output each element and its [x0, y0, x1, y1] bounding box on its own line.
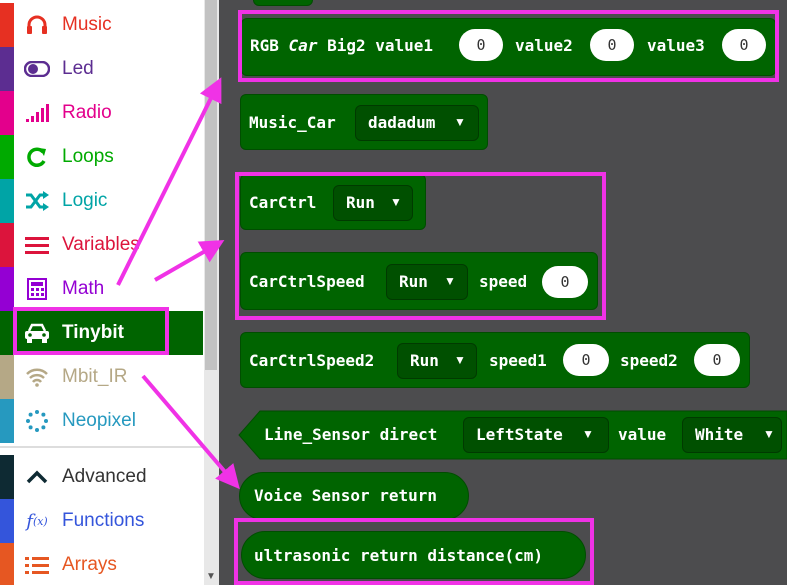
function-icon: f(x): [26, 510, 48, 532]
toolbox-sidebar: Music Led Radio Loops Logic: [0, 0, 219, 585]
block-label: value2: [515, 36, 573, 55]
category-radio[interactable]: Radio: [0, 91, 203, 135]
category-neopixel[interactable]: Neopixel: [0, 399, 203, 443]
value2-input[interactable]: 0: [590, 29, 634, 61]
block-label: value: [618, 425, 667, 444]
car-icon: [22, 321, 52, 345]
category-led[interactable]: Led: [0, 47, 203, 91]
category-functions[interactable]: f(x) Functions: [0, 499, 203, 543]
dropdown-value: Run: [399, 272, 428, 291]
category-label: Neopixel: [62, 410, 136, 431]
signal-bars-icon: [22, 101, 52, 125]
category-tinybit[interactable]: Tinybit: [0, 311, 203, 355]
block-label: speed: [479, 272, 528, 291]
line-color-dropdown[interactable]: White ▼: [682, 417, 782, 453]
category-label: Logic: [62, 190, 108, 211]
block-label: RGB Car Big2 value1: [250, 36, 434, 55]
dropdown-value: dadadum: [368, 113, 436, 132]
sidebar-scroll-thumb[interactable]: [205, 0, 217, 370]
scroll-down-icon[interactable]: ▼: [206, 571, 216, 582]
headphones-icon: [22, 13, 52, 37]
carctrl-mode-dropdown[interactable]: Run ▼: [333, 185, 413, 221]
block-label: speed2: [620, 351, 678, 370]
block-label: Line_Sensor direct: [264, 425, 438, 444]
category-advanced[interactable]: Advanced: [0, 455, 203, 499]
value1-input[interactable]: 0: [459, 29, 503, 61]
carctrlspeed-block[interactable]: CarCtrlSpeed Run ▼ speed 0: [240, 252, 598, 310]
speed2-input[interactable]: 0: [694, 344, 740, 376]
chevron-up-icon: [22, 465, 52, 489]
category-label: Advanced: [62, 466, 147, 487]
category-label: Mbit_IR: [62, 366, 128, 387]
block-label: CarCtrlSpeed2: [249, 351, 375, 370]
lines-icon: [22, 233, 52, 257]
wifi-icon: [22, 365, 52, 389]
category-label: Arrays: [62, 554, 117, 575]
category-label: Math: [62, 278, 105, 299]
calculator-icon: [22, 277, 52, 301]
category-music[interactable]: Music: [0, 3, 203, 47]
melody-dropdown[interactable]: dadadum ▼: [355, 105, 479, 141]
dropdown-value: Run: [346, 193, 375, 212]
caret-down-icon: ▼: [763, 427, 775, 441]
caret-down-icon: ▼: [454, 353, 466, 367]
category-logic[interactable]: Logic: [0, 179, 203, 223]
block-label: ultrasonic return distance(cm): [254, 546, 543, 565]
ultrasonic-block[interactable]: ultrasonic return distance(cm): [241, 531, 586, 579]
rgb-car-big2-block[interactable]: RGB Car Big2 value1 0 value2 0 value3 0: [241, 18, 776, 76]
line-state-dropdown[interactable]: LeftState ▼: [463, 417, 609, 453]
carctrl-block[interactable]: CarCtrl Run ▼: [240, 174, 426, 230]
carctrlspeed2-block[interactable]: CarCtrlSpeed2 Run ▼ speed1 0 speed2 0: [240, 332, 750, 388]
category-label: Loops: [62, 146, 114, 167]
loop-arrow-icon: [22, 145, 52, 169]
category-label: Radio: [62, 102, 112, 123]
dropdown-value: White: [695, 425, 744, 444]
caret-down-icon: ▼: [444, 274, 456, 288]
category-label: Music: [62, 14, 112, 35]
caret-down-icon: ▼: [454, 115, 466, 129]
category-variables[interactable]: Variables: [0, 223, 203, 267]
partial-block[interactable]: [253, 0, 313, 6]
block-label: speed1: [489, 351, 547, 370]
category-label: Tinybit: [62, 322, 124, 343]
caret-down-icon: ▼: [390, 195, 402, 209]
category-label: Led: [62, 58, 94, 79]
category-label: Functions: [62, 510, 145, 531]
block-label: Voice Sensor return: [254, 486, 438, 505]
divider: [0, 446, 203, 448]
block-label: value3: [647, 36, 705, 55]
line-sensor-block[interactable]: Line_Sensor direct LeftState ▼ value Whit…: [238, 410, 787, 460]
caret-down-icon: ▼: [582, 427, 594, 441]
value3-input[interactable]: 0: [722, 29, 766, 61]
category-arrays[interactable]: Arrays: [0, 543, 203, 585]
dropdown-value: Run: [410, 351, 439, 370]
dropdown-value: LeftState: [476, 425, 563, 444]
speed-input[interactable]: 0: [542, 266, 588, 298]
dotted-circle-icon: [22, 409, 52, 433]
carctrlspeed2-mode-dropdown[interactable]: Run ▼: [397, 343, 477, 379]
category-math[interactable]: Math: [0, 267, 203, 311]
shuffle-icon: [22, 189, 52, 213]
carctrlspeed-mode-dropdown[interactable]: Run ▼: [386, 264, 468, 300]
list-icon: [22, 553, 52, 577]
voice-sensor-block[interactable]: Voice Sensor return: [239, 472, 469, 520]
block-label: CarCtrlSpeed: [249, 272, 365, 291]
category-label: Variables: [62, 234, 140, 255]
toggle-icon: [22, 57, 52, 81]
music-car-block[interactable]: Music_Car dadadum ▼: [240, 94, 488, 150]
block-label: CarCtrl: [249, 193, 317, 212]
category-loops[interactable]: Loops: [0, 135, 203, 179]
speed1-input[interactable]: 0: [563, 344, 609, 376]
block-label: Music_Car: [249, 113, 336, 132]
category-mbit-ir[interactable]: Mbit_IR: [0, 355, 203, 399]
